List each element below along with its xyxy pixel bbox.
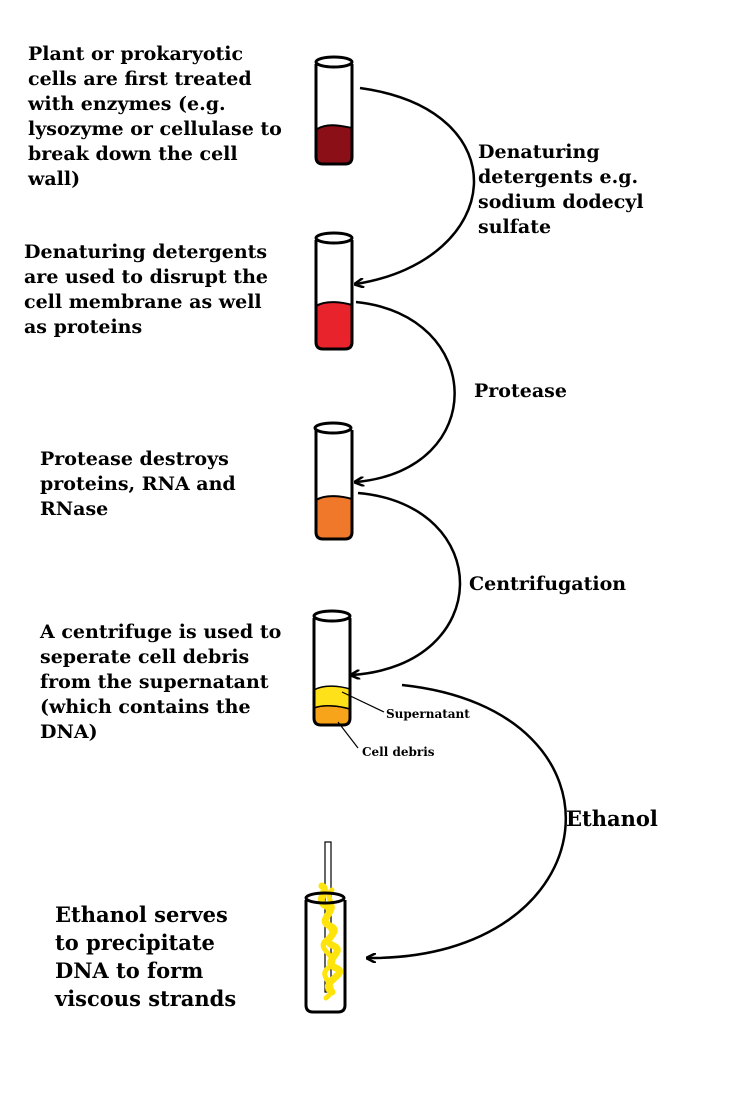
tube-5: [304, 841, 347, 1014]
step-4-text: A centrifuge is used to seperate cell de…: [40, 621, 282, 743]
tube-4-rim: [312, 609, 352, 623]
cell-debris-pointer: [337, 721, 359, 749]
arrow-2: [356, 300, 456, 482]
step-3-text: Protease destroys proteins, RNA and RNas…: [40, 448, 236, 520]
step-2-text: Denaturing detergents are used to disrup…: [24, 241, 268, 338]
tube-2-outline: [314, 240, 354, 351]
tube-3: [313, 421, 354, 541]
dna-strands-2: [320, 887, 336, 1001]
arrow-1: [356, 86, 476, 284]
tube-5-outline: [304, 900, 347, 1014]
supernatant-pointer: [341, 691, 385, 713]
tube-3-outline: [314, 430, 354, 541]
tube-1-outline: [314, 64, 354, 166]
arrow-1-label: Denaturing detergents e.g. sodium dodecy…: [478, 141, 644, 238]
tube-1-rim: [314, 55, 354, 69]
step-1-text: Plant or prokaryotic cells are first tre…: [28, 43, 282, 190]
step-5-text: Ethanol serves to precipitate DNA to for…: [55, 902, 237, 1011]
tube-3-rim: [313, 421, 353, 435]
tube-2: [314, 231, 354, 351]
tube-1: [314, 55, 354, 166]
tube-4: [312, 609, 385, 749]
arrow-3-label: Centrifugation: [469, 573, 627, 595]
tube-5-rim: [304, 891, 346, 905]
supernatant-label: Supernatant: [386, 707, 470, 721]
arrow-4-label: Ethanol: [566, 806, 658, 831]
tube-1-liquid: [315, 124, 353, 165]
tube-2-liquid: [315, 301, 353, 350]
cell-debris-label: Cell debris: [362, 745, 435, 759]
tube-3-liquid: [315, 495, 353, 540]
tube-4-outline: [312, 618, 352, 727]
arrow-3: [352, 491, 462, 675]
arrow-4: [368, 683, 568, 958]
arrow-2-label: Protease: [474, 380, 567, 402]
tube-2-rim: [314, 231, 354, 245]
